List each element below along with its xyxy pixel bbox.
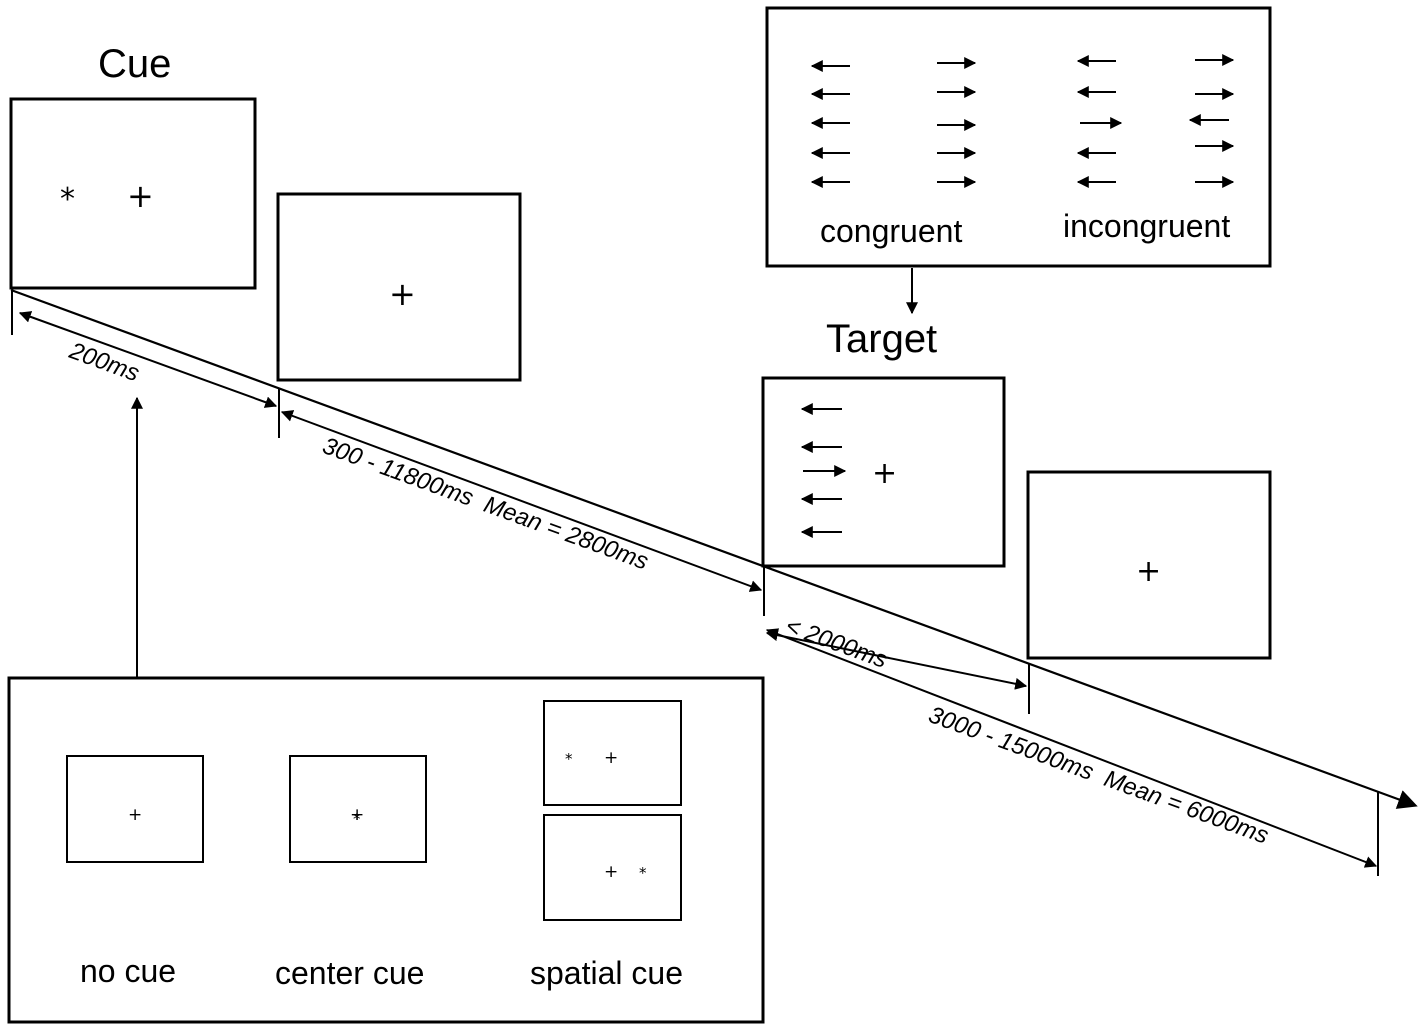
cue-star: * (60, 182, 75, 217)
cue-interval-arrow (18, 311, 278, 408)
center-cue-screen (289, 755, 427, 863)
no-cue-screen (66, 755, 204, 863)
cue-screen (9, 97, 257, 290)
incongruent-left-column (1076, 55, 1123, 188)
target-heading: Target (826, 317, 937, 361)
iti-duration-label: 3000 - 15000ms Mean = 6000ms (925, 701, 1272, 849)
iti-interval-arrow (765, 628, 1378, 868)
cue-fixation-cross: + (127, 177, 154, 215)
spatial-cue-lower-screen (543, 814, 682, 921)
incongruent-label: incongruent (1063, 208, 1230, 244)
fixation-screen (276, 192, 522, 382)
fixation-interval-arrow (280, 410, 763, 592)
post-target-fixation-cross: + (1136, 554, 1161, 589)
spatial-cue-label: spatial cue (530, 955, 683, 991)
no-cue-fixation-cross: + (128, 805, 142, 825)
spatial-cue-upper-star: * (565, 750, 573, 768)
center-cue-label: center cue (275, 955, 424, 991)
incongruent-right-column (1188, 54, 1235, 188)
congruent-label: congruent (820, 213, 962, 249)
spatial-cue-upper-screen (543, 700, 682, 806)
congruent-left-column (810, 60, 850, 188)
fixation-cross: + (389, 275, 416, 313)
flanker-types-box (765, 6, 1272, 268)
response-window-label: < 2000ms (782, 612, 891, 674)
target-fixation-cross: + (872, 456, 897, 491)
center-cue-fixation-cross: + (350, 805, 364, 825)
target-flanker-arrows (800, 403, 847, 538)
spatial-cue-lower-fixation-cross: + (604, 862, 618, 882)
cue-heading: Cue (98, 42, 171, 86)
fixation-duration-label: 300 - 11800ms Mean = 2800ms (319, 432, 652, 575)
spatial-cue-upper-fixation-cross: + (604, 748, 618, 768)
no-cue-label: no cue (80, 953, 176, 989)
spatial-cue-lower-star: * (639, 864, 647, 882)
post-target-screen (1026, 470, 1272, 660)
center-cue-star: * (353, 810, 361, 828)
congruent-right-column (937, 57, 977, 188)
